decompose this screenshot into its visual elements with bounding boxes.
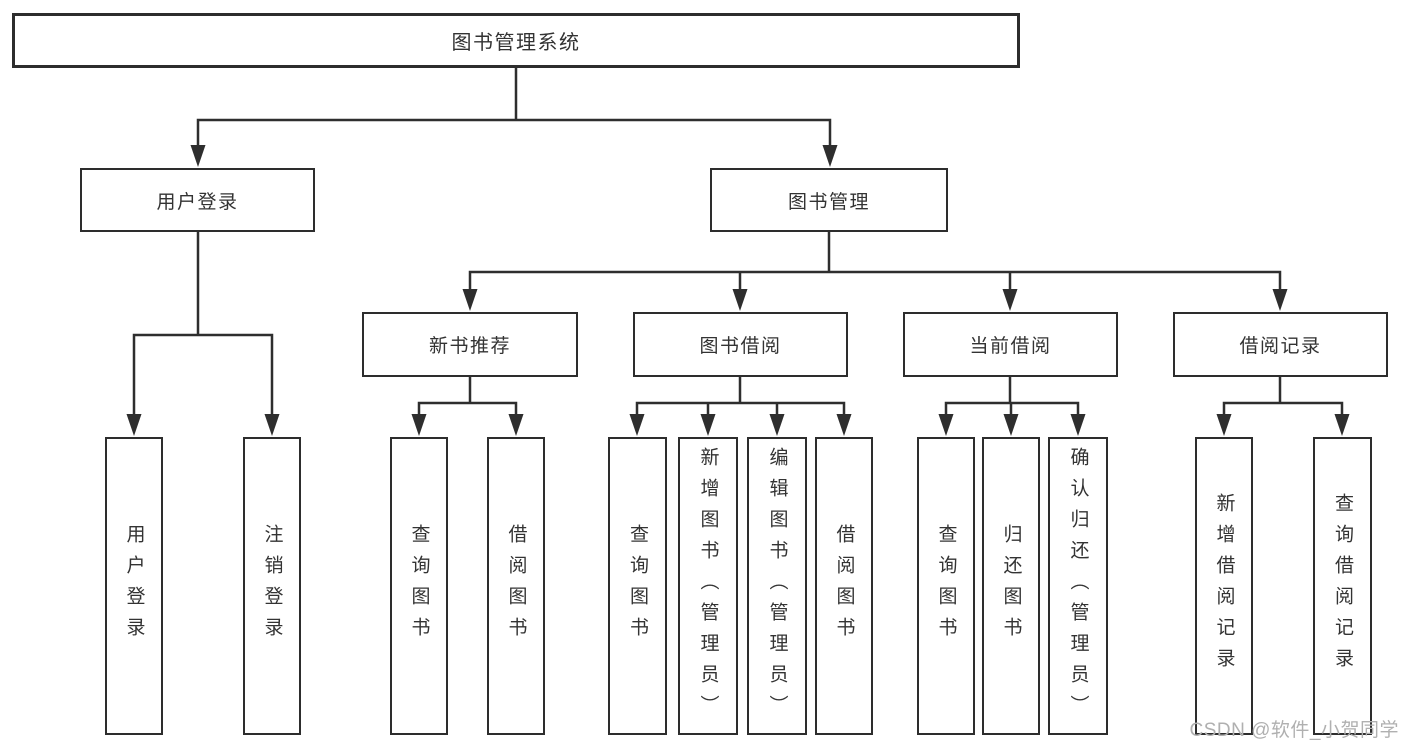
arrow-heads <box>126 145 1350 436</box>
leaf-borrow-books-recommend: 借阅图书 <box>487 437 545 735</box>
node-book-borrowing: 图书借阅 <box>633 312 848 377</box>
leaf-borrow-books-borrowing-label: 借阅图书 <box>833 524 855 648</box>
leaf-add-book-admin: 新增图书（管理员） <box>678 437 738 735</box>
node-library-management-system: 图书管理系统 <box>12 13 1020 68</box>
leaf-query-books-borrowing-label: 查询图书 <box>627 524 648 648</box>
leaf-add-book-admin-label: 新增图书（管理员） <box>697 446 719 726</box>
leaf-query-borrow-record: 查询借阅记录 <box>1313 437 1372 735</box>
leaf-query-books-current-label: 查询图书 <box>935 524 957 648</box>
leaf-query-borrow-record-label: 查询借阅记录 <box>1332 493 1353 679</box>
leaf-query-books-recommend: 查询图书 <box>390 437 448 735</box>
leaf-confirm-return-admin: 确认归还（管理员） <box>1048 437 1108 735</box>
node-user-login: 用户登录 <box>80 168 315 232</box>
leaf-borrow-books-recommend-label: 借阅图书 <box>505 524 527 648</box>
leaf-confirm-return-admin-label: 确认归还（管理员） <box>1067 446 1089 726</box>
leaf-edit-book-admin-label: 编辑图书（管理员） <box>766 446 788 726</box>
leaf-return-books: 归还图书 <box>982 437 1040 735</box>
node-borrowing-records: 借阅记录 <box>1173 312 1388 377</box>
leaf-user-login-label: 用户登录 <box>123 524 145 648</box>
leaf-user-login: 用户登录 <box>105 437 163 735</box>
leaf-return-books-label: 归还图书 <box>1000 524 1022 648</box>
leaf-query-books-current: 查询图书 <box>917 437 975 735</box>
leaf-query-books-recommend-label: 查询图书 <box>408 524 430 648</box>
leaf-logout: 注销登录 <box>243 437 301 735</box>
node-book-management: 图书管理 <box>710 168 948 232</box>
leaf-add-borrow-record-label: 新增借阅记录 <box>1213 493 1235 679</box>
tree-edges <box>132 66 1344 421</box>
node-current-borrowing: 当前借阅 <box>903 312 1118 377</box>
node-new-book-recommend: 新书推荐 <box>362 312 578 377</box>
leaf-add-borrow-record: 新增借阅记录 <box>1195 437 1253 735</box>
csdn-watermark: CSDN @软件_小贺同学 <box>1189 720 1399 741</box>
leaf-query-books-borrowing: 查询图书 <box>608 437 667 735</box>
leaf-edit-book-admin: 编辑图书（管理员） <box>747 437 807 735</box>
leaf-borrow-books-borrowing: 借阅图书 <box>815 437 873 735</box>
leaf-logout-label: 注销登录 <box>261 524 283 648</box>
